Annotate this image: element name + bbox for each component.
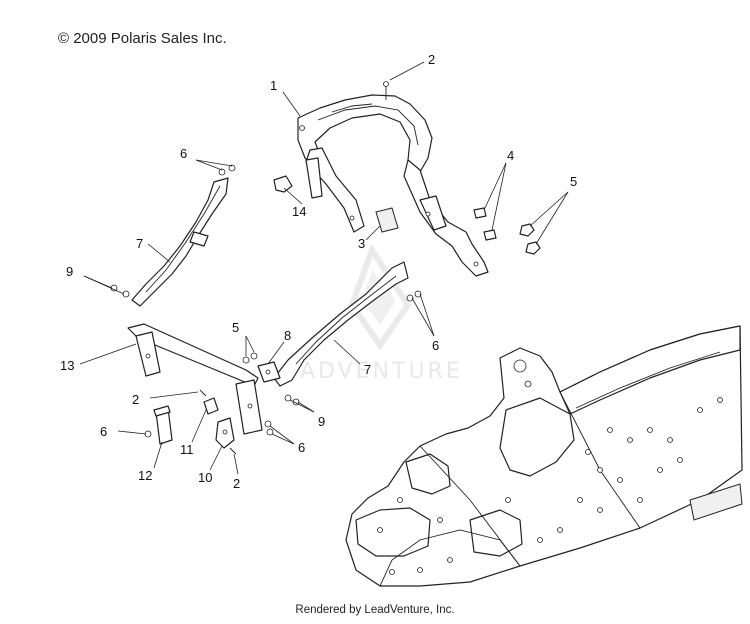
- callout-6-left: 6: [100, 424, 107, 439]
- callout-6-right: 6: [432, 338, 439, 353]
- pad-part-3: [375, 207, 399, 233]
- clip-part-14: [273, 175, 293, 193]
- pin-upper: [383, 81, 389, 100]
- callout-11: 11: [180, 442, 194, 457]
- fasteners: [110, 164, 422, 455]
- steering-support-loop: [297, 94, 489, 277]
- strut-left-part-7: [131, 177, 229, 307]
- bracket-part-12: [153, 405, 173, 445]
- callout-2-mid: 2: [132, 392, 139, 407]
- callout-1: 1: [270, 78, 277, 93]
- callout-7-left: 7: [136, 236, 143, 251]
- callout-5-center: 5: [232, 320, 239, 335]
- rendered-by-footer: Rendered by LeadVenture, Inc.: [295, 604, 455, 616]
- callout-2-top: 2: [428, 52, 435, 67]
- callout-5-right: 5: [570, 174, 577, 189]
- watermark-text: ADVENTURE: [300, 359, 463, 384]
- callout-6-top: 6: [180, 146, 187, 161]
- plate-part-10: [215, 417, 235, 449]
- bolts-part-4: [473, 207, 497, 241]
- copyright-notice: © 2009 Polaris Sales Inc.: [58, 30, 227, 47]
- chassis-frame: [345, 325, 743, 587]
- callout-9-left: 9: [66, 264, 73, 279]
- callout-12: 12: [138, 468, 152, 483]
- callout-9-right: 9: [318, 414, 325, 429]
- leader-lines: [79, 61, 569, 475]
- clip-part-11: [203, 397, 219, 415]
- bracket-part-8: [257, 361, 281, 383]
- callout-labels: 1 2 2 2 3 4 5 5 6 6 6 6 7 7 8 9 9 10 11 …: [60, 52, 577, 491]
- callout-13: 13: [60, 358, 74, 373]
- callout-6-lower: 6: [298, 440, 305, 455]
- callout-2-bottom: 2: [233, 476, 240, 491]
- callout-10: 10: [198, 470, 212, 485]
- cross-bar-part-13: [127, 323, 263, 435]
- callout-4: 4: [507, 148, 514, 163]
- nuts-part-5: [519, 223, 541, 255]
- strut-right-part-7: [273, 261, 409, 387]
- watermark-logo: ADVENTURE: [300, 243, 463, 384]
- callout-14: 14: [292, 204, 306, 219]
- callout-7-right: 7: [364, 362, 371, 377]
- callout-3: 3: [358, 236, 365, 251]
- callout-8: 8: [284, 328, 291, 343]
